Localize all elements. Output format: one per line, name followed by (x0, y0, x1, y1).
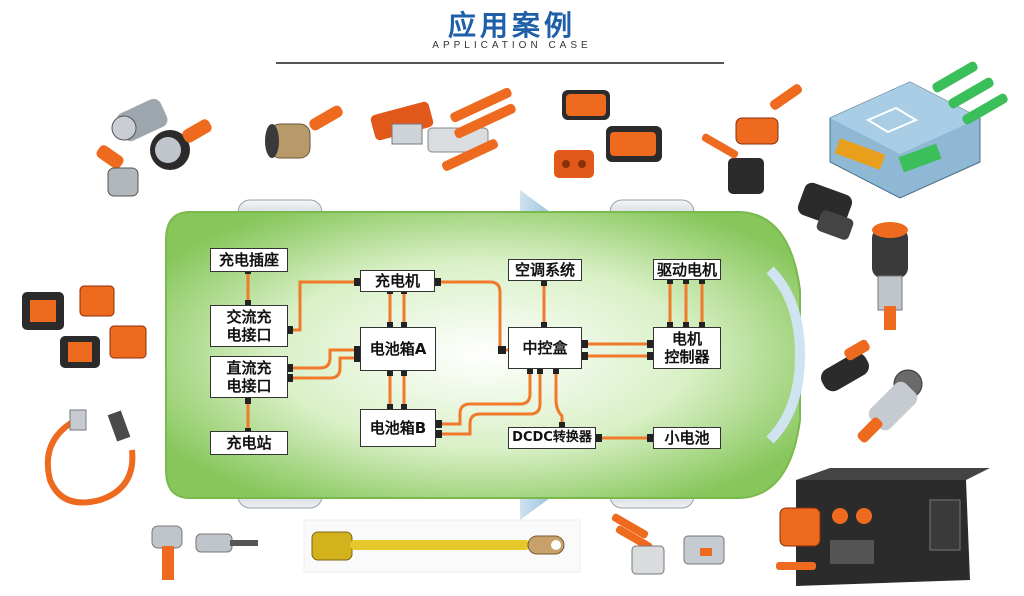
car-mirror (520, 190, 550, 212)
car-mirror (520, 498, 550, 520)
busbar-cable-icon (303, 519, 581, 573)
car-windshield (766, 266, 806, 444)
dual-wire-plug-icon (611, 513, 725, 575)
high-current-plug-icon (370, 87, 516, 171)
page-subtitle: APPLICATION CASE (432, 40, 592, 51)
node-central-control-box: 中控盒 (508, 327, 582, 369)
round-receptacle-icon (872, 222, 908, 330)
product-illustrations (22, 61, 1008, 586)
node-ac-charge-port: 交流充 电接口 (210, 305, 288, 347)
cable-plug-icon (701, 84, 803, 194)
title-divider (276, 62, 724, 64)
node-charger: 充电机 (360, 270, 435, 292)
node-ac-system: 空调系统 (508, 259, 582, 281)
node-small-battery: 小电池 (653, 427, 721, 449)
rf-connector-icon (265, 105, 343, 159)
node-dc-charge-port: 直流充 电接口 (210, 356, 288, 398)
coiled-cable-icon (44, 409, 136, 506)
black-connector-icon (797, 182, 854, 240)
node-charge-socket: 充电插座 (210, 248, 288, 272)
battery-terminal-icon (22, 285, 147, 368)
circular-connector-icon (96, 98, 212, 197)
page-title: 应用案例 (447, 9, 576, 42)
connector-markers (245, 268, 705, 442)
node-charging-station: 充电站 (210, 431, 288, 455)
battery-pack-icon (829, 61, 1008, 199)
angled-connector-icon (821, 339, 923, 443)
node-dcdc-converter: DCDC转换器 (508, 427, 596, 449)
node-battery-box-a: 电池箱A (360, 327, 436, 371)
distribution-box-icon (776, 468, 990, 586)
node-motor-controller: 电机 控制器 (653, 327, 721, 369)
node-drive-motor: 驱动电机 (653, 259, 721, 280)
cable-network (246, 272, 704, 440)
right-angle-plug-icon (151, 525, 258, 580)
orange-black-plug-icon (554, 90, 662, 178)
node-battery-box-b: 电池箱B (360, 409, 436, 447)
